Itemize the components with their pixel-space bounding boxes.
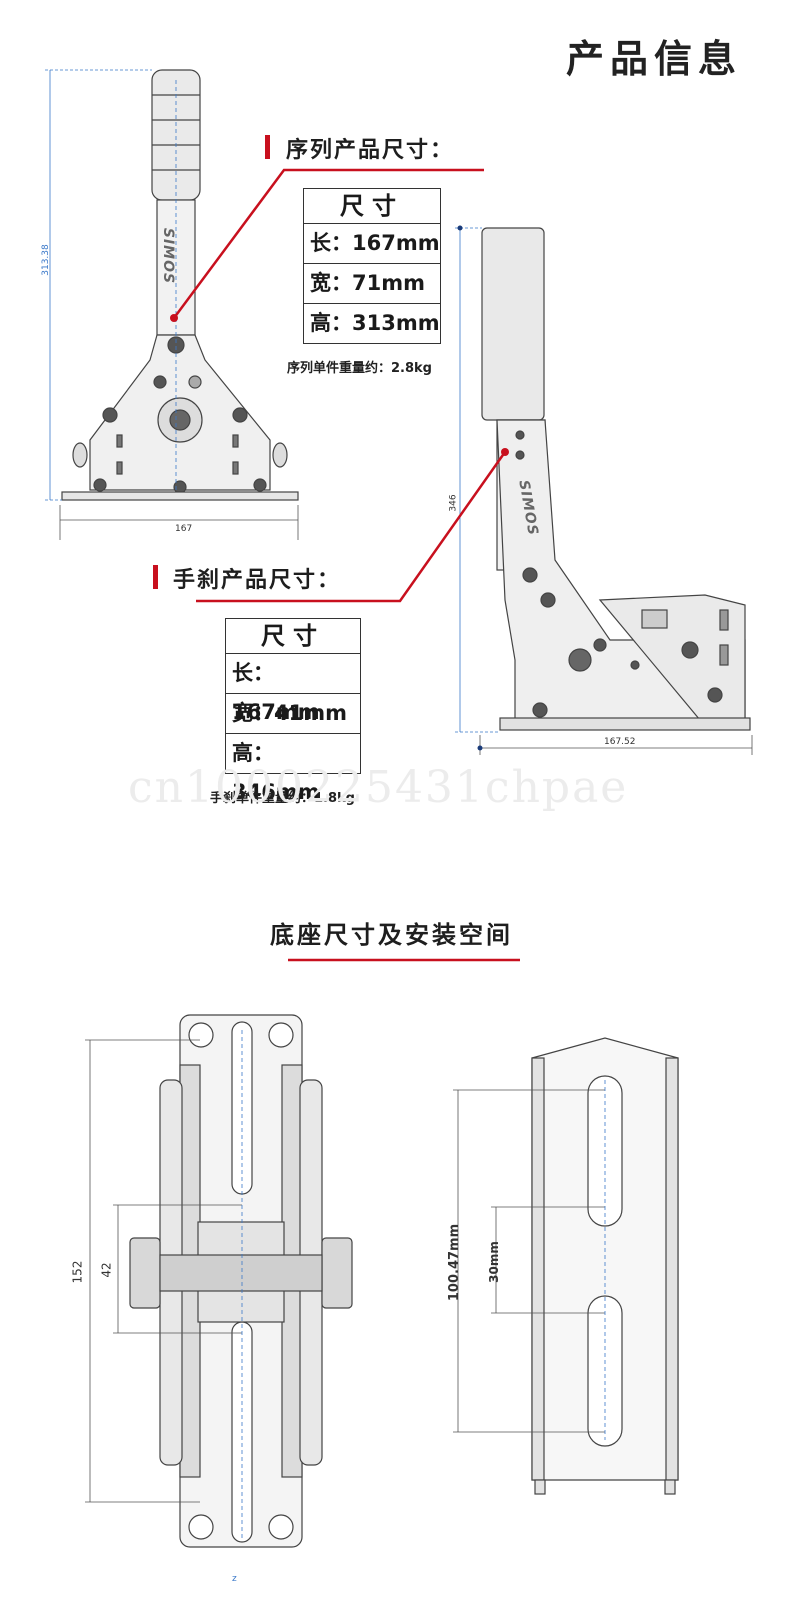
shifter-spec-length: 长：167mm xyxy=(304,223,440,263)
shifter-spec-head: 尺寸 xyxy=(340,192,404,220)
shifter-logo: SIMOS xyxy=(160,227,177,285)
handbrake-weight: 手刹单件重量约：1.8kg xyxy=(210,791,355,806)
shifter-section-title: 序列产品尺寸： xyxy=(286,138,455,163)
shifter-spec-height: 高：313mm xyxy=(304,303,440,343)
base-total-dim: 152 xyxy=(70,1260,85,1284)
handbrake-spec-length: 长：167mm xyxy=(226,653,360,724)
base-footer-mark: z xyxy=(232,1574,237,1584)
handbrake-spec-table: 尺寸 长：167mm 宽：41mm 高：346mm xyxy=(225,618,361,804)
watermark: cn1000225431chpae xyxy=(128,762,629,813)
handbrake-section-marker xyxy=(153,565,158,589)
shifter-weight: 序列单件重量约：2.8kg xyxy=(287,361,432,376)
handbrake-height-dim: 346 xyxy=(448,494,459,512)
handbrake-width-dim: 167.52 xyxy=(604,737,636,747)
shifter-drawing xyxy=(61,69,299,501)
shifter-section-marker xyxy=(265,135,270,159)
handbrake-drawing xyxy=(481,227,751,731)
handbrake-spec-height: 高：346mm xyxy=(226,733,360,804)
shifter-height-dim: 313.38 xyxy=(40,244,51,276)
handbrake-spec-head: 尺寸 xyxy=(261,622,325,650)
handbrake-section-title: 手刹产品尺寸： xyxy=(173,568,342,593)
base-slot-gap-dim: 30mm xyxy=(486,1241,501,1283)
base-slot-span-dim: 100.47mm xyxy=(447,1223,463,1302)
shifter-spec-table: 尺寸 长：167mm 宽：71mm 高：313mm xyxy=(303,188,441,344)
shifter-width-dim: 167 xyxy=(175,524,193,534)
base-section-title: 底座尺寸及安装空间 xyxy=(270,921,513,949)
shifter-spec-width: 宽：71mm xyxy=(304,263,440,303)
handbrake-spec-width: 宽：41mm xyxy=(226,693,360,733)
base-plate-front xyxy=(129,1014,353,1548)
page-title: 产品信息 xyxy=(565,37,742,81)
base-inner-dim: 42 xyxy=(99,1262,114,1278)
